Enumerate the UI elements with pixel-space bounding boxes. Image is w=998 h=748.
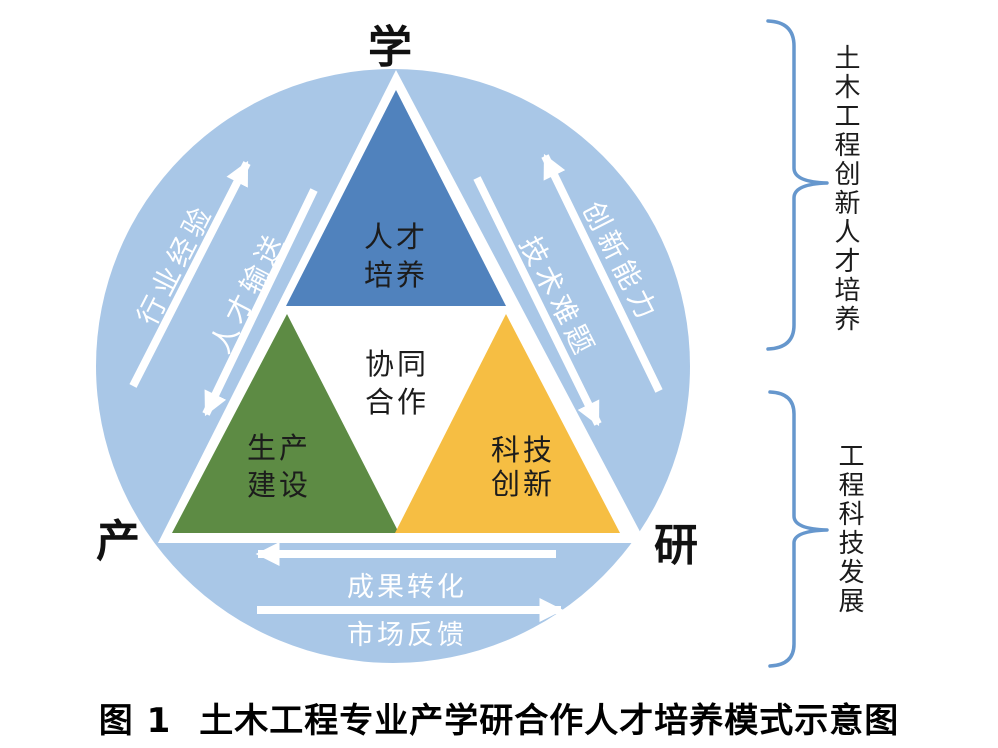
label-scitech-line1: 科技 [491,433,555,467]
vertex-label-industry: 产 [96,516,140,567]
label-production-line2: 建设 [247,468,311,502]
triangle-production-construction [172,314,399,533]
vertex-label-research: 研 [654,520,698,571]
brace-label-engineering-scitech-development: 工程科技发展 [834,442,864,616]
edge-label-achievement-transformation: 成果转化 [347,572,467,603]
edge-label-market-feedback: 市场反馈 [347,620,467,651]
brace-label-innovation-talent-cultivation: 土木工程创新人才培养 [830,44,860,334]
label-production-line1: 生产 [247,431,311,465]
label-scitech-line2: 创新 [491,467,555,501]
triangle-scitech-innovation [395,314,620,533]
arrow-technical-problems-down [473,176,602,427]
triangle-talent-cultivation [286,90,506,306]
label-collaboration-line1: 协同 [365,347,429,381]
label-talent-line1: 人才 [364,220,428,254]
arrow-innovation-ability-up [541,153,663,393]
vertex-label-academia: 学 [368,22,412,73]
figure-caption-title: 土木工程专业产学研合作人才培养模式示意图 [199,700,900,741]
brace-bottom [768,390,829,668]
label-collaboration-line2: 合作 [365,385,429,419]
arrow-industry-experience-up [129,160,251,388]
figure-caption-number: 图 1 [98,700,172,741]
arrow-talent-delivery-down [202,188,318,417]
brace-top [766,19,829,351]
label-talent-line2: 培养 [364,258,428,292]
figure-caption: 图 1 土木工程专业产学研合作人才培养模式示意图 [0,692,998,742]
